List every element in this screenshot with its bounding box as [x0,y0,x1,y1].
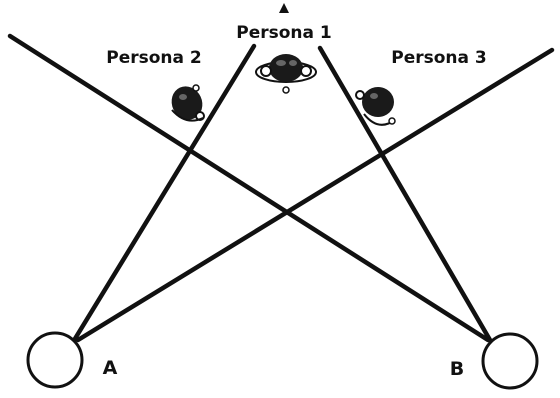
persona-3-label: Persona 3 [391,48,487,68]
sight-line-a-to-right-edge [75,47,555,343]
point-b-circle [481,332,539,390]
point-a-circle [26,331,84,389]
point-b-label: B [450,358,464,380]
persona-3-head-icon [355,87,396,126]
persona-2-head-icon [171,84,205,122]
sight-line-b-to-persona-1 [317,45,493,343]
persona-2-label: Persona 2 [106,48,202,68]
top-arrow-icon [279,3,289,13]
persona-1-head-icon [255,54,317,94]
sight-line-a-to-persona-1 [70,43,257,345]
persona-1-label: Persona 1 [236,23,332,43]
point-a-label: A [103,357,118,379]
sight-line-b-to-left-edge [7,33,491,343]
